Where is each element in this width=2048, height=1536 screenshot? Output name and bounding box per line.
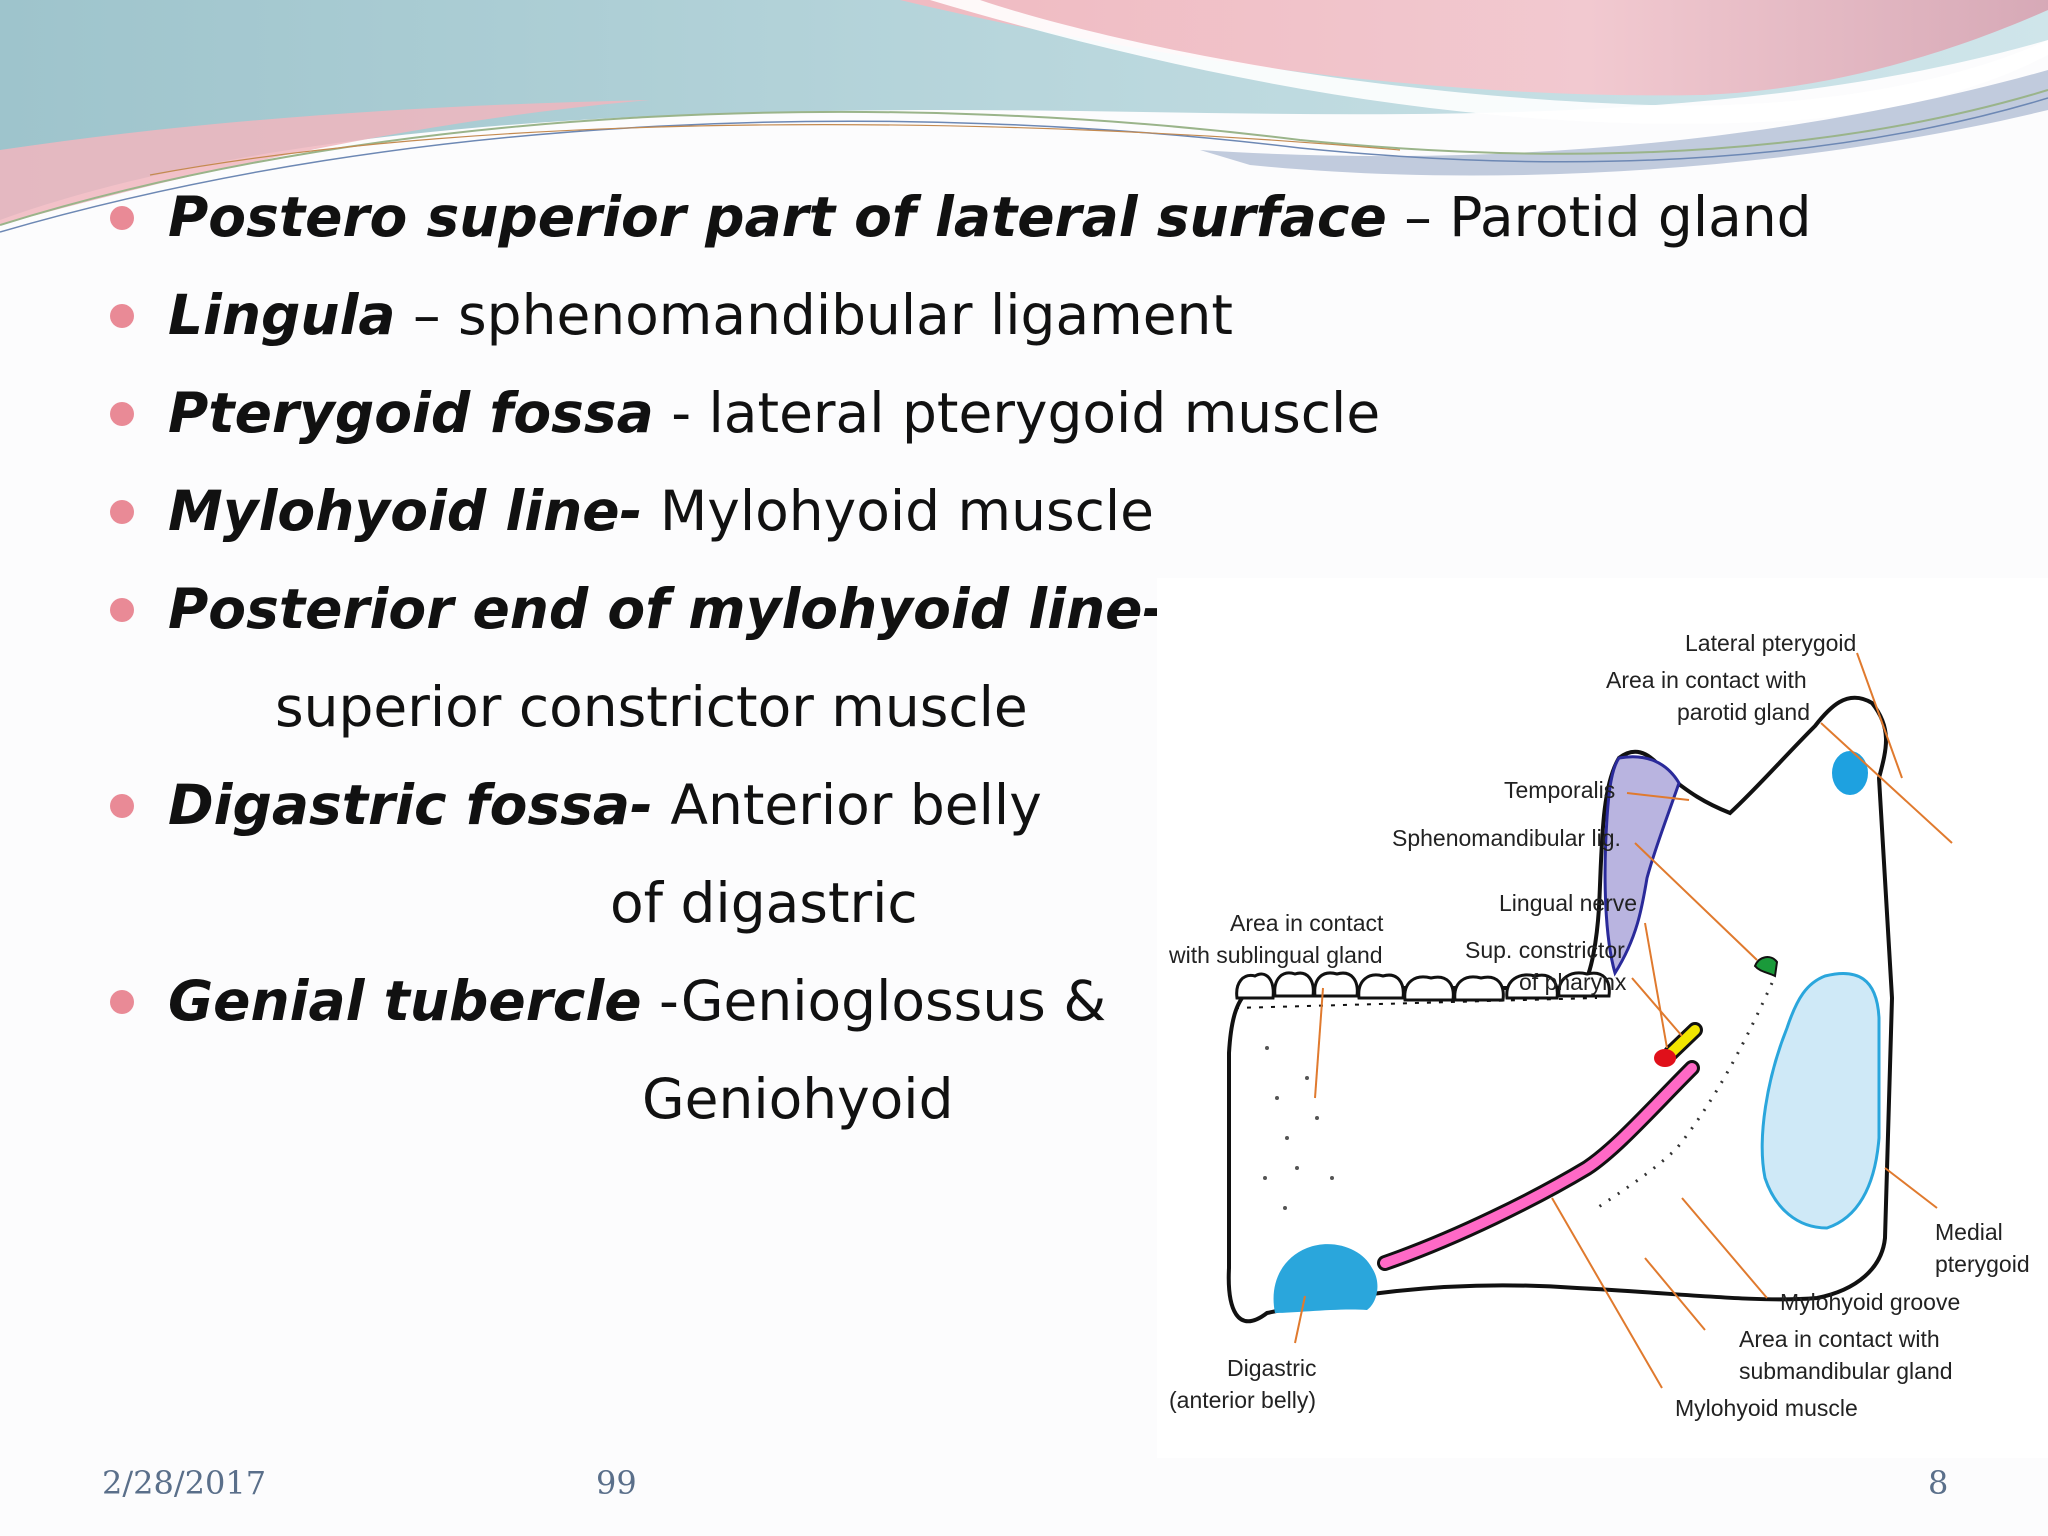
bullet-continuation-text: superior constrictor muscle	[275, 675, 1028, 739]
bullet-dot-icon	[110, 794, 134, 818]
bullet-item: Lingula – sphenomandibular ligament	[110, 266, 1710, 364]
label-sup-constrictor-2: of pharynx	[1519, 969, 1627, 995]
footer-page-number: 8	[1928, 1464, 1949, 1502]
bullet-continuation: Geniohyoid	[110, 1050, 1710, 1148]
label-medial-pterygoid-1: Medial	[1935, 1219, 2003, 1245]
bullet-term: Postero superior part of lateral surface	[168, 185, 1387, 249]
lingual-nerve-point	[1654, 1049, 1676, 1067]
bullet-description: Mylohyoid muscle	[642, 479, 1154, 543]
bullet-dot-icon	[110, 500, 134, 524]
bullet-continuation-text: Geniohyoid	[642, 1067, 954, 1131]
label-temporalis: Temporalis	[1504, 777, 1615, 803]
label-lingual-nerve: Lingual nerve	[1499, 890, 1637, 916]
label-parotid-area-2: parotid gland	[1677, 699, 1810, 725]
label-parotid-area-1: Area in contact with	[1606, 667, 1807, 693]
bullet-continuation: superior constrictor muscle	[110, 658, 1710, 756]
bullet-item: Mylohyoid line- Mylohyoid muscle	[110, 462, 1710, 560]
temporalis-area	[1603, 755, 1681, 977]
bullet-description: – sphenomandibular ligament	[395, 283, 1233, 347]
bullet-item: Posterior end of mylohyoid line-	[110, 560, 1710, 658]
footer-date: 2/28/2017	[102, 1464, 267, 1502]
teeth	[1235, 971, 1611, 1002]
bullet-text: Posterior end of mylohyoid line-	[168, 560, 1165, 658]
digastric-fossa-area	[1273, 1244, 1378, 1313]
bullet-dot-icon	[110, 990, 134, 1014]
label-medial-pterygoid-2: pterygoid	[1935, 1251, 2030, 1277]
label-sphenomandibular: Sphenomandibular lig.	[1392, 825, 1621, 851]
label-submandibular-2: submandibular gland	[1739, 1358, 1953, 1384]
label-mylohyoid-muscle: Mylohyoid muscle	[1675, 1395, 1858, 1421]
bullet-text: Mylohyoid line- Mylohyoid muscle	[168, 462, 1154, 560]
bullet-dot-icon	[110, 402, 134, 426]
bullet-item: Digastric fossa- Anterior belly	[110, 756, 1710, 854]
bullet-text: Pterygoid fossa - lateral pterygoid musc…	[168, 364, 1380, 462]
label-mylohyoid-groove: Mylohyoid groove	[1780, 1289, 1960, 1315]
label-digastric-1: Digastric	[1227, 1355, 1316, 1381]
medial-pterygoid-area	[1760, 971, 1881, 1230]
mandible-diagram: Lateral pterygoid Area in contact with p…	[1157, 578, 2048, 1458]
lateral-pterygoid-area	[1832, 751, 1868, 795]
mandible-outline	[1226, 695, 1895, 1324]
footer-center-number: 99	[596, 1464, 637, 1502]
label-sup-constrictor-1: Sup. constrictor	[1465, 937, 1625, 963]
label-sublingual-1: Area in contact	[1230, 910, 1384, 936]
label-digastric-2: (anterior belly)	[1169, 1387, 1316, 1413]
bullet-description: – Parotid gland	[1386, 185, 1812, 249]
bullet-term: Digastric fossa-	[168, 773, 653, 837]
bullet-continuation-text: of digastric	[610, 871, 918, 935]
diagram-labels: Lateral pterygoid Area in contact with p…	[1168, 630, 2030, 1421]
sphenomandibular-attachment	[1753, 956, 1779, 978]
bullet-item: Genial tubercle -Genioglossus &	[110, 952, 1710, 1050]
bullet-item: Postero superior part of lateral surface…	[110, 168, 1812, 266]
bullet-description: Anterior belly	[652, 773, 1042, 837]
bullet-term: Pterygoid fossa	[168, 381, 654, 445]
label-submandibular-1: Area in contact with	[1739, 1326, 1940, 1352]
bullet-term: Posterior end of mylohyoid line-	[168, 577, 1166, 641]
bullet-list: Postero superior part of lateral surface…	[110, 168, 1812, 1148]
bullet-term: Mylohyoid line-	[168, 479, 643, 543]
bullet-dot-icon	[110, 206, 134, 230]
bullet-dot-icon	[110, 304, 134, 328]
label-lateral-pterygoid: Lateral pterygoid	[1685, 630, 1856, 656]
mandible-illustration: Lateral pterygoid Area in contact with p…	[1168, 630, 2030, 1421]
bullet-description: -Genioglossus &	[641, 969, 1107, 1033]
bullet-description: - lateral pterygoid muscle	[653, 381, 1381, 445]
header-wave-banner	[0, 0, 2048, 240]
label-sublingual-2: with sublingual gland	[1168, 942, 1383, 968]
bullet-text: Genial tubercle -Genioglossus &	[168, 952, 1106, 1050]
bullet-text: Postero superior part of lateral surface…	[168, 168, 1812, 266]
bullet-item: Pterygoid fossa - lateral pterygoid musc…	[110, 364, 1710, 462]
bullet-text: Lingula – sphenomandibular ligament	[168, 266, 1233, 364]
bullet-text: Digastric fossa- Anterior belly	[168, 756, 1042, 854]
bullet-term: Genial tubercle	[168, 969, 642, 1033]
bullet-dot-icon	[110, 598, 134, 622]
leader-lines	[1294, 652, 1953, 1389]
bullet-continuation: of digastric	[110, 854, 1710, 952]
bullet-term: Lingula	[168, 283, 396, 347]
